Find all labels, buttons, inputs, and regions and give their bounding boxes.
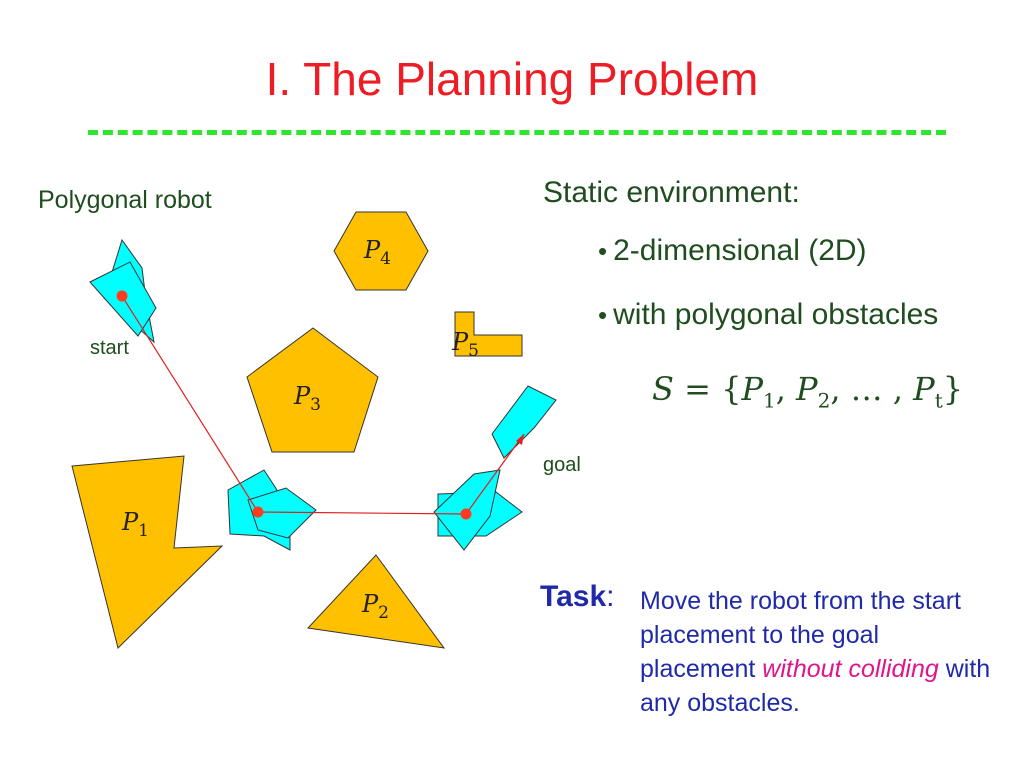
task-emphasis: without colliding	[762, 655, 939, 683]
obstacle-set-formula: S = {P1, P2, … , Pt}	[652, 370, 964, 413]
title-divider	[88, 130, 946, 135]
path-arrowhead	[516, 434, 524, 445]
robot-goal	[491, 385, 557, 459]
bullet-dot-icon: •	[598, 236, 608, 266]
robot-mid-part-b	[247, 487, 317, 539]
robot-ref-point-start	[116, 290, 128, 302]
bullet-2d: •2-dimensional (2D)	[598, 234, 867, 268]
obstacle-p1	[71, 455, 224, 649]
obstacle-p4	[333, 211, 429, 291]
obstacle-label-p5: P5	[451, 328, 479, 361]
task-label: Task:	[540, 580, 615, 613]
bullet-text: 2-dimensional (2D)	[613, 234, 867, 267]
robot-path	[121, 295, 525, 515]
robot-ref-point-near-goal	[460, 508, 472, 520]
bullet-text: with polygonal obstacles	[613, 298, 939, 331]
environment-heading: Static environment:	[543, 176, 800, 209]
start-label: start	[90, 337, 129, 359]
obstacle-p5	[454, 311, 523, 357]
obstacle-label-p4: P4	[363, 236, 391, 269]
task-description: Move the robot from the start placement …	[640, 587, 991, 717]
obstacle-label-p1: P1	[121, 508, 149, 541]
obstacle-p3	[246, 327, 379, 453]
obstacle-label-p2: P2	[361, 590, 389, 623]
page-title: I. The Planning Problem	[265, 53, 759, 105]
obstacle-p2	[306, 554, 446, 649]
goal-label: goal	[543, 454, 581, 476]
robot-ref-point-mid	[252, 506, 264, 518]
polygonal-robot-label: Polygonal robot	[38, 186, 212, 214]
bullet-polygonal-obstacles: •with polygonal obstacles	[598, 298, 938, 332]
bullet-dot-icon: •	[598, 300, 608, 330]
obstacle-label-p3: P3	[293, 382, 321, 415]
